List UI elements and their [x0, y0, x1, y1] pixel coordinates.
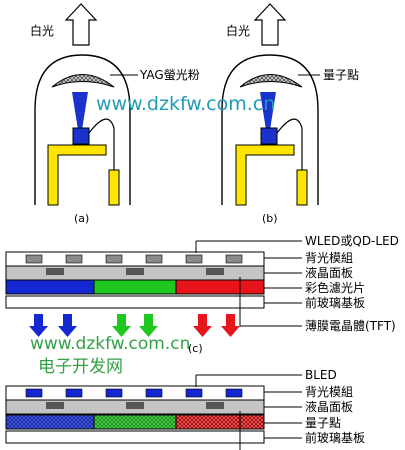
led-a-lead-frame-left	[47, 144, 107, 206]
stack-c-group: WLED或QD-LED 背光模組 液晶面板 彩色濾光片 前玻璃基板 薄膜電晶體(…	[5, 234, 399, 355]
stack-c-front-glass	[5, 295, 265, 309]
stack-c-source-label: WLED或QD-LED	[305, 234, 399, 248]
led-a-group: 白光 YAG螢光粉 (a)	[30, 3, 200, 225]
stack-c-front-glass-label: 前玻璃基板	[305, 295, 365, 310]
stack-c-led	[225, 254, 243, 264]
stack-d-qd-label: 量子點	[305, 416, 341, 430]
stack-c-tft-label: 薄膜電晶體(TFT)	[305, 318, 396, 333]
stack-c-filter-blue	[5, 279, 95, 295]
led-b-output-label: 白光	[226, 23, 250, 38]
led-a-phosphor-label: YAG螢光粉	[139, 68, 200, 82]
stack-c-led	[65, 254, 83, 264]
stack-c-led	[105, 254, 123, 264]
led-b-lead-frame-right	[296, 169, 308, 206]
watermark-site-cn: 电子开发网	[38, 357, 123, 377]
stack-c-lcd-label: 液晶面板	[305, 265, 353, 280]
stack-d-source-label: BLED	[305, 368, 337, 382]
stack-c-tft-cell	[206, 268, 224, 275]
led-b-die	[260, 127, 278, 145]
stack-c-led	[145, 254, 163, 264]
stack-c-backlight-label: 背光模組	[305, 251, 353, 265]
led-a-caption: (a)	[74, 212, 89, 225]
led-b-caption: (b)	[262, 212, 278, 225]
led-b-dome	[221, 54, 319, 205]
led-a-dome	[34, 54, 131, 205]
stack-d-group: BLED 背光模組 液晶面板 量子點 前玻璃基板	[5, 368, 365, 450]
led-b-lead-frame-left	[235, 144, 295, 206]
green-light-arrow-icon	[139, 314, 158, 337]
white-light-arrow-icon	[253, 3, 287, 46]
led-b-qd-layer	[239, 74, 303, 88]
stack-c-filter-red	[175, 279, 265, 295]
stack-c-backlight	[5, 251, 265, 267]
stack-d-blue-led	[105, 388, 123, 398]
stack-d-qd-blue	[5, 414, 95, 430]
green-light-arrow-icon	[112, 314, 131, 337]
led-b-qd-label: 量子點	[323, 68, 359, 82]
led-a-light-cone	[72, 92, 88, 130]
stack-c-led	[25, 254, 43, 264]
watermark-url-mid: www.dzkfw.com.cn	[30, 334, 190, 354]
stack-d-tft-cell	[126, 402, 144, 409]
led-a-die	[72, 127, 90, 145]
stack-c-tft-cell	[46, 268, 64, 275]
red-light-arrow-icon	[221, 314, 240, 337]
blue-light-arrow-icon	[29, 314, 48, 337]
red-light-arrow-icon	[193, 314, 212, 337]
stack-d-blue-led	[65, 388, 83, 398]
stack-d-backlight-label: 背光模組	[305, 385, 353, 399]
stack-c-caption: (c)	[188, 342, 203, 355]
stack-c-filter-label: 彩色濾光片	[305, 280, 365, 295]
stack-d-lcd-label: 液晶面板	[305, 399, 353, 414]
stack-c-tft-cell	[126, 268, 144, 275]
white-light-arrow-icon	[64, 3, 98, 46]
stack-c-filter-green	[93, 279, 177, 295]
led-a-lead-frame-right	[108, 169, 120, 206]
stack-d-tft-cell	[206, 402, 224, 409]
led-b-light-cone	[260, 92, 276, 130]
stack-c-led	[185, 254, 203, 264]
stack-d-tft-cell	[46, 402, 64, 409]
stack-d-blue-led	[225, 388, 243, 398]
stack-d-blue-led	[25, 388, 43, 398]
stack-d-backlight	[5, 385, 265, 401]
stack-d-front-glass-label: 前玻璃基板	[305, 430, 365, 445]
watermark-url-top: www.dzkfw.com.cn	[96, 93, 275, 115]
blue-light-arrow-icon	[58, 314, 77, 337]
stack-d-front-glass	[5, 430, 265, 444]
led-a-phosphor	[51, 74, 115, 88]
stack-d-blue-led	[185, 388, 203, 398]
stack-d-blue-led	[145, 388, 163, 398]
stack-d-qd-red	[175, 414, 265, 430]
led-b-group: 白光 量子點 (b)	[221, 3, 359, 225]
stack-d-qd-green	[93, 414, 177, 430]
led-a-output-label: 白光	[30, 23, 54, 38]
